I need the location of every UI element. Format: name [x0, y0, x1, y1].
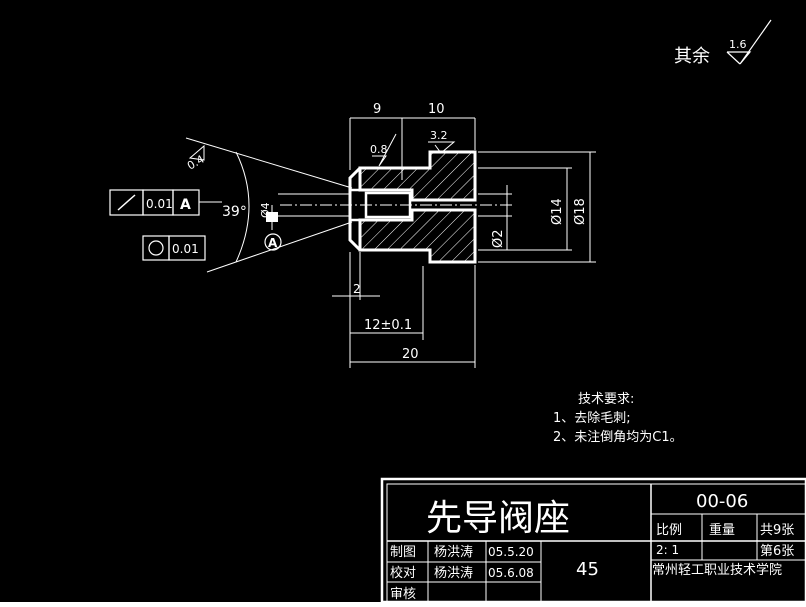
row-role-3: 审核	[390, 587, 416, 602]
school-name: 常州轻工职业技术学院	[652, 562, 782, 578]
roughness-32: 3.2	[430, 129, 448, 142]
tech-requirements: 技术要求: 1、去除毛刺; 2、未注倒角均为C1。	[553, 392, 683, 445]
dim-d18: Ø18	[573, 198, 588, 225]
circularity-tolerance: 0.01	[172, 242, 199, 256]
dim-10: 10	[428, 102, 445, 117]
roughness-04: 0.4	[185, 153, 207, 173]
title-block: 先导阀座 00-06 比例 重量 共9张 2: 1 第6张 45 常州轻工职业技…	[380, 477, 806, 604]
dim-d4: Ø4	[259, 202, 272, 218]
scale-value: 2: 1	[656, 543, 679, 557]
dim-12: 12±0.1	[364, 318, 412, 333]
runout-tolerance: 0.01	[146, 197, 173, 211]
row-role-1: 制图	[390, 545, 416, 560]
circularity-icon	[148, 240, 164, 256]
tech-req-item-1: 1、去除毛刺;	[553, 411, 631, 426]
material: 45	[576, 559, 599, 580]
runout-icon	[117, 194, 136, 211]
row-name-2: 杨洪涛	[434, 565, 473, 581]
row-date-1: 05.5.20	[488, 545, 534, 559]
sheet-number: 第6张	[760, 544, 794, 559]
row-name-1: 杨洪涛	[434, 544, 473, 560]
tech-req-title: 技术要求:	[578, 392, 634, 407]
dim-d14: Ø14	[550, 198, 565, 225]
row-role-2: 校对	[390, 565, 416, 581]
dim-2: 2	[353, 282, 361, 296]
total-sheets: 共9张	[760, 523, 794, 538]
weight-label: 重量	[709, 522, 735, 538]
roughness-symbol-icon	[727, 19, 772, 65]
dim-20: 20	[402, 347, 419, 362]
row-date-2: 05.6.08	[488, 566, 534, 580]
section-lower	[358, 208, 477, 264]
datum-circle-icon	[264, 233, 282, 251]
drawing-number: 00-06	[696, 491, 748, 512]
scale-label: 比例	[656, 523, 682, 538]
roughness-08: 0.8	[370, 143, 388, 156]
surface-finish-label: 其余	[674, 46, 710, 67]
bottom-border	[0, 602, 806, 607]
tech-req-item-2: 2、未注倒角均为C1。	[553, 430, 683, 445]
part-section	[280, 150, 515, 264]
angle-39: 39°	[222, 204, 247, 220]
part-name: 先导阀座	[426, 498, 570, 539]
dim-9: 9	[373, 102, 381, 117]
runout-datum: A	[180, 197, 191, 213]
dim-d2: Ø2	[491, 229, 506, 248]
top-dimensions: 9 10 0.8 3.2	[349, 102, 476, 180]
datum-label: A	[268, 236, 278, 250]
right-dimensions: Ø14 Ø18 Ø2	[478, 151, 596, 263]
surface-finish-note: 其余 1.6	[674, 19, 772, 67]
surface-finish-value: 1.6	[729, 38, 747, 51]
left-annotations: 39° 0.4 0.01 A 0.01 A Ø4	[109, 137, 353, 273]
bottom-dimensions: 2 12±0.1 20	[332, 252, 476, 368]
